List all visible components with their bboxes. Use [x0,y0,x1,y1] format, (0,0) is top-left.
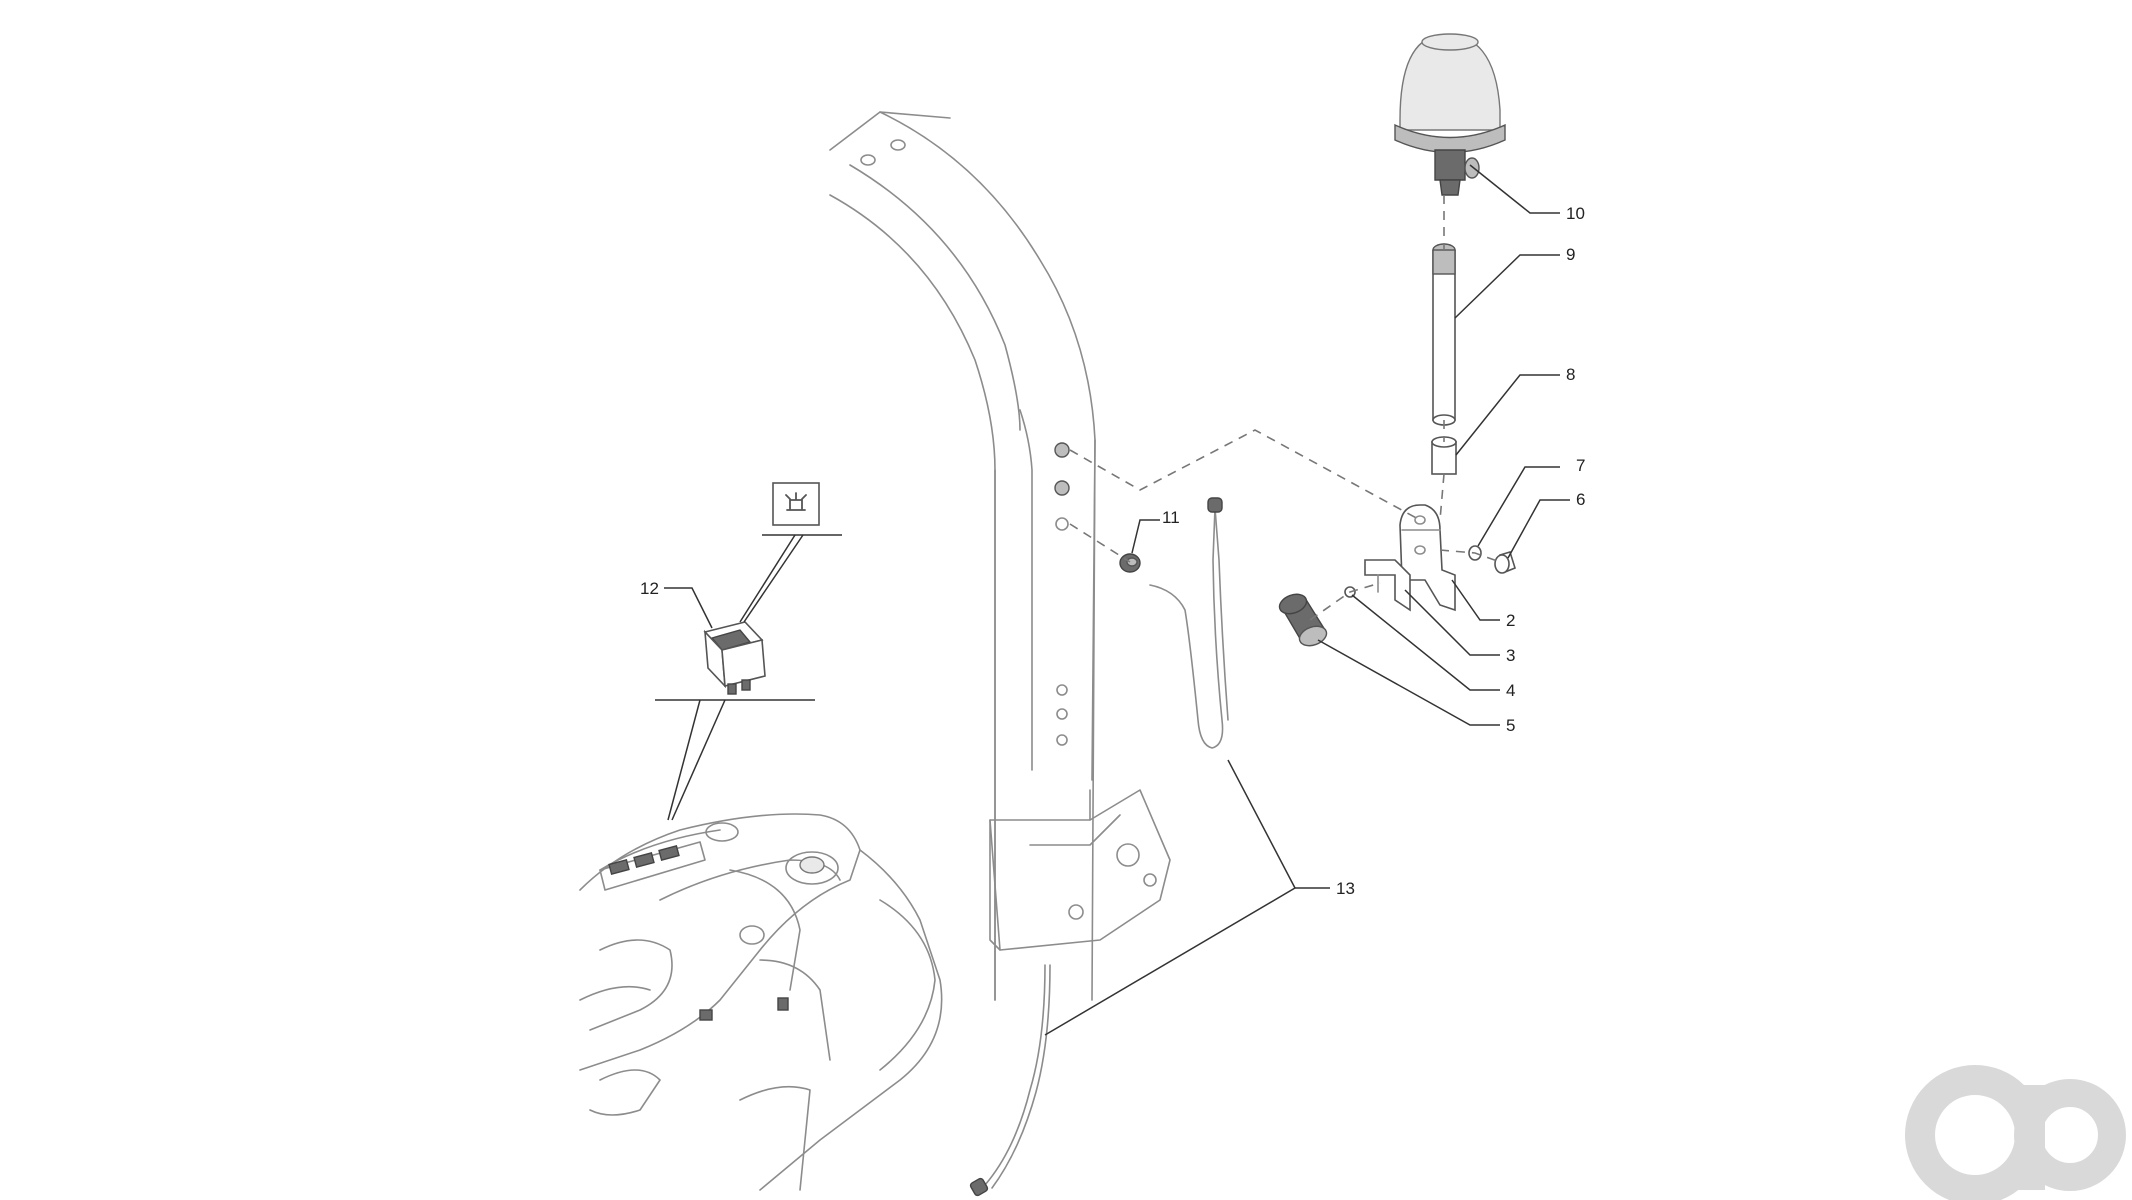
callout-4: 4 [1506,681,1515,700]
cable-connector [1207,497,1223,513]
beam-hole [890,139,906,151]
beacon-knob [1464,157,1480,179]
control-knob [785,851,839,885]
post-hole [1056,734,1068,746]
mount-bracket-part [1399,504,1456,612]
grommet-part [1119,553,1141,573]
beacon-dome-top [1421,33,1479,51]
callout-7: 7 [1576,456,1585,475]
bolt-part [1494,551,1516,574]
beacon-lamp-part [1394,33,1506,196]
callout-5: 5 [1506,716,1515,735]
leader-13-b [1044,887,1296,1036]
leader-4 [1351,594,1500,691]
bolt-head [1494,554,1510,574]
dash-switch [608,858,630,876]
callout-labels: 10 9 8 7 6 11 2 3 4 5 12 13 [640,204,1585,898]
switch-terminal [741,679,751,691]
symbol-leader [739,534,842,623]
leader-6 [1507,499,1570,559]
leader-9 [1454,254,1560,319]
cable-harness-part [969,497,1229,1197]
post-hole [1056,708,1068,720]
callout-11: 11 [1162,508,1180,527]
rops-frame [829,111,1171,1001]
switch-location-leader [655,699,815,821]
leader-3 [1404,589,1500,656]
leader-2 [1451,579,1500,621]
mast-cap [1432,249,1456,275]
dash-gauge [705,822,739,842]
leader-12 [664,587,713,629]
post-hole [1055,517,1069,531]
leader-7 [1477,466,1560,547]
post-hole [1054,480,1070,496]
control-knob-top [799,856,825,874]
cable-connector [969,1177,989,1197]
callout-leaders [664,164,1570,1036]
sleeve-part [1431,436,1457,475]
mast-tube-part [1432,243,1456,426]
base-hole [1068,904,1084,920]
beacon-light-symbol-icon [772,482,820,526]
post-hole [1054,442,1070,458]
callout-8: 8 [1566,365,1575,384]
leader-11 [1131,519,1160,554]
callout-12: 12 [640,579,659,598]
post-hole [1056,684,1068,696]
beam-hole [860,154,876,166]
bracket-hole [1414,545,1426,555]
callout-2: 2 [1506,611,1515,630]
assembly-lines [1069,195,1501,621]
leader-5 [1317,639,1500,726]
leader-10 [1469,164,1560,214]
brand-logo-icon [1905,1065,2126,1200]
dash-connector [699,1009,713,1021]
knob-nut-part [1278,593,1328,647]
callout-13: 13 [1336,879,1355,898]
dash-switch [633,851,655,869]
callout-6: 6 [1576,490,1585,509]
operator-console [579,813,943,1191]
bracket-hole [1414,515,1426,525]
base-hole [1143,873,1157,887]
switch-terminal [727,683,737,695]
knob-face [1278,593,1308,615]
dash-knob [739,925,765,945]
dash-connector [777,997,789,1011]
rocker-switch-part [703,621,766,695]
leader-13-a [1227,759,1296,889]
callout-9: 9 [1566,245,1575,264]
dash-switch [658,844,680,862]
callout-3: 3 [1506,646,1515,665]
callout-10: 10 [1566,204,1585,223]
leader-8 [1455,374,1560,456]
clamp-plate-part [1364,559,1411,612]
base-bolt [1116,843,1140,867]
